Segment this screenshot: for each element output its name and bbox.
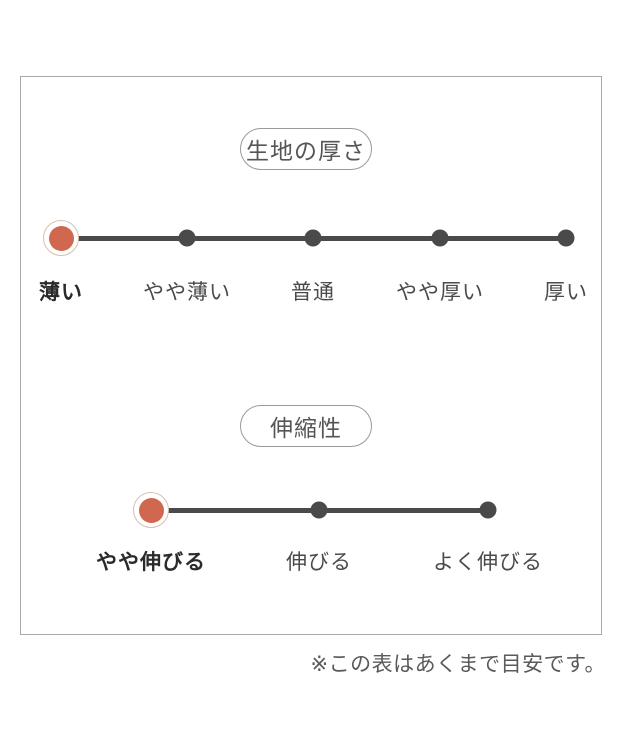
thickness-label-somewhat-thin: やや薄い <box>143 281 231 304</box>
stretch-label-very-stretchy: よく伸びる <box>433 551 543 574</box>
section-title-label: 伸縮性 <box>270 415 342 441</box>
thickness-label-somewhat-thick: やや厚い <box>396 281 484 304</box>
selected-dot-icon <box>48 225 74 251</box>
section-title-label: 生地の厚さ <box>246 138 366 164</box>
thickness-label-thin: 薄い <box>39 281 83 304</box>
stretch-selected-marker <box>133 492 169 528</box>
scale-dot <box>310 501 328 519</box>
stretch-label-somewhat-stretchy: やや伸びる <box>96 551 206 574</box>
section-title-stretch: 伸縮性 <box>240 405 372 447</box>
thickness-label-normal: 普通 <box>291 281 335 304</box>
scale-dot <box>304 229 322 247</box>
scale-dot <box>557 229 575 247</box>
stretch-label-stretchy: 伸びる <box>286 551 352 574</box>
disclaimer-note: ※この表はあくまで目安です。 <box>310 653 606 676</box>
selected-dot-icon <box>138 497 164 523</box>
section-title-fabric-thickness: 生地の厚さ <box>240 128 372 170</box>
scale-dot <box>178 229 196 247</box>
thickness-selected-marker <box>43 220 79 256</box>
thickness-label-thick: 厚い <box>544 281 588 304</box>
scale-dot <box>479 501 497 519</box>
scale-dot <box>431 229 449 247</box>
diagram-frame: 生地の厚さ 薄い やや薄い 普通 やや厚い 厚い 伸縮性 やや伸びる 伸びる よ… <box>20 76 602 635</box>
